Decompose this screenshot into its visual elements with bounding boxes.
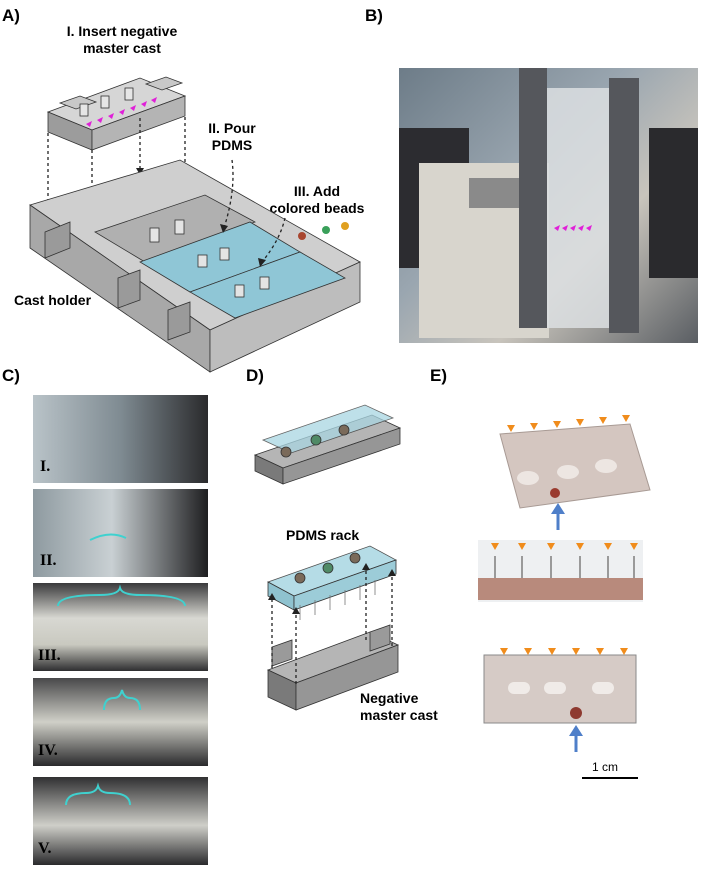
scale-bar-label: 1 cm <box>592 760 619 774</box>
step-arrows <box>223 159 286 263</box>
d-arrows <box>271 568 393 684</box>
cyan-bracket-c4 <box>103 689 141 711</box>
master-cast-top <box>46 76 187 151</box>
panel-c-letter: C) <box>2 366 20 385</box>
d-negative-cast <box>266 624 400 711</box>
orange-markers <box>491 415 638 655</box>
negative-line2: master cast <box>360 707 438 723</box>
step-label-c1: I. <box>40 458 51 475</box>
cyan-bracket-c5 <box>65 782 131 806</box>
negative-label: Negative master cast <box>360 690 438 724</box>
photo-c3 <box>33 583 208 671</box>
panel-d-letter: D) <box>246 366 264 385</box>
step3-line1: III. Add <box>293 183 341 199</box>
photo-c5 <box>33 777 208 865</box>
d-assembled <box>253 404 402 485</box>
photo-b-illustration <box>399 68 698 338</box>
cast-holder-label: Cast holder <box>14 292 92 308</box>
step1-label: I. Insert negative master cast <box>47 23 197 57</box>
step2-label: II. Pour PDMS <box>192 120 272 154</box>
step1-line2: master cast <box>83 40 161 56</box>
step3-line2: colored beads <box>269 200 365 216</box>
step2-line1: II. Pour <box>208 120 256 136</box>
negative-line1: Negative <box>360 690 419 706</box>
e-top-photo <box>499 423 651 509</box>
pdms-rack-label: PDMS rack <box>286 527 360 543</box>
magenta-markers-a <box>86 97 157 127</box>
cyan-bracket-c3 <box>57 584 186 607</box>
photo-c1 <box>33 395 208 483</box>
panel-e-letter: E) <box>430 366 447 385</box>
photo-b-holder <box>399 68 698 343</box>
step2-line2: PDMS <box>211 137 253 153</box>
photo-c2 <box>33 489 208 577</box>
step-label-c5: V. <box>38 840 52 857</box>
panel-b-letter: B) <box>365 6 383 25</box>
colored-beads <box>298 222 349 240</box>
cast-holder <box>29 159 361 373</box>
step1-line1: I. Insert negative <box>66 23 178 39</box>
cyan-line-c2 <box>89 533 127 541</box>
step-label-c3: III. <box>38 647 61 664</box>
d-exploded-rack <box>267 545 397 620</box>
blue-arrows <box>551 503 583 752</box>
e-bottom-photo <box>483 654 637 724</box>
step-label-c2: II. <box>40 552 57 569</box>
step3-label: III. Add colored beads <box>262 183 372 217</box>
step-label-c4: IV. <box>38 742 58 759</box>
panel-a-letter: A) <box>2 6 20 25</box>
e-side-photo <box>478 540 643 602</box>
